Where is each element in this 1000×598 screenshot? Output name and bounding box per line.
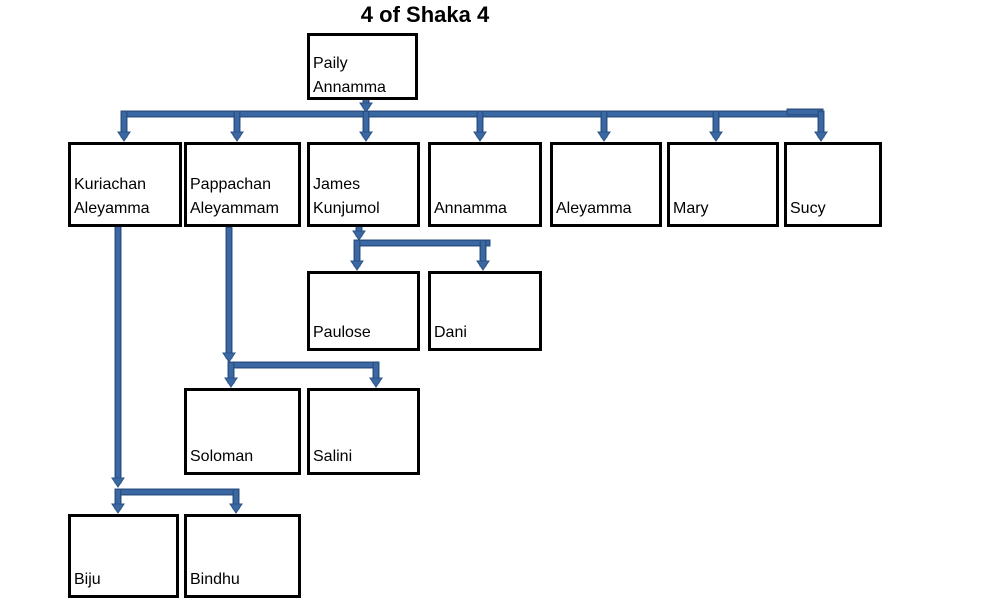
person-box-biju: Biju [68, 514, 179, 598]
pappachan-child-arrow-2-head [369, 377, 383, 388]
person-name-line1: Pappachan [190, 176, 271, 193]
kuriachan-drop-arrow-head [111, 477, 125, 488]
person-name-line2: Kunjumol [313, 200, 380, 217]
person-name: Mary [673, 200, 709, 217]
person-box-sucy: Sucy [784, 142, 882, 227]
kuriachan-child-arrow-2-head [229, 503, 243, 514]
person-box-annamma: Annamma [428, 142, 542, 227]
person-box-pappachan-aleyammam: Pappachan Aleyammam [184, 142, 301, 227]
person-box-paulose: Paulose [307, 271, 420, 351]
james-drop-arrow-head [352, 230, 366, 241]
james-child-arrow-2-head [476, 260, 490, 271]
person-box-mary: Mary [667, 142, 779, 227]
person-box-salini: Salini [307, 388, 420, 475]
root-child-arrow-1-head [230, 131, 244, 142]
person-box-paily-annamma: Paily Annamma [307, 33, 418, 100]
person-box-dani: Dani [428, 271, 542, 351]
root-child-arrow-2-head [359, 131, 373, 142]
person-box-aleyamma: Aleyamma [550, 142, 662, 227]
person-name: Dani [434, 324, 467, 341]
person-name-line2: Annamma [313, 79, 386, 96]
person-name: Paulose [313, 324, 371, 341]
person-name: Biju [74, 571, 101, 588]
pappachan-drop-arrow-head [222, 352, 236, 363]
pappachan-child-arrow-1-head [224, 377, 238, 388]
connector-lines [111, 96, 828, 514]
person-name-line1: James [313, 176, 361, 193]
person-name-line2: Aleyamma [74, 200, 150, 217]
person-box-soloman: Soloman [184, 388, 301, 475]
root-child-arrow-5-head [709, 131, 723, 142]
root-child-arrow-6-head [814, 131, 828, 142]
person-box-james-kunjumol: James Kunjumol [307, 142, 420, 227]
root-child-arrow-3-head [473, 131, 487, 142]
person-name-line2: Aleyammam [190, 200, 279, 217]
person-name-line1: Kuriachan [74, 176, 147, 193]
diagram-title: 4 of Shaka 4 [360, 2, 490, 27]
person-name: Aleyamma [556, 200, 632, 217]
james-child-arrow-1-head [350, 260, 364, 271]
person-name: Salini [313, 448, 353, 465]
root-child-arrow-4-head [597, 131, 611, 142]
person-name: Bindhu [190, 571, 240, 588]
person-name: Sucy [790, 200, 826, 217]
person-name: Annamma [434, 200, 507, 217]
person-name: Soloman [190, 448, 254, 465]
root-child-arrow-0-head [117, 131, 131, 142]
person-name-line1: Paily [313, 55, 348, 72]
kuriachan-child-arrow-1-head [111, 503, 125, 514]
root-drop-arrow-head [359, 102, 373, 113]
person-box-kuriachan-aleyamma: Kuriachan Aleyamma [68, 142, 182, 227]
person-box-bindhu: Bindhu [184, 514, 301, 598]
